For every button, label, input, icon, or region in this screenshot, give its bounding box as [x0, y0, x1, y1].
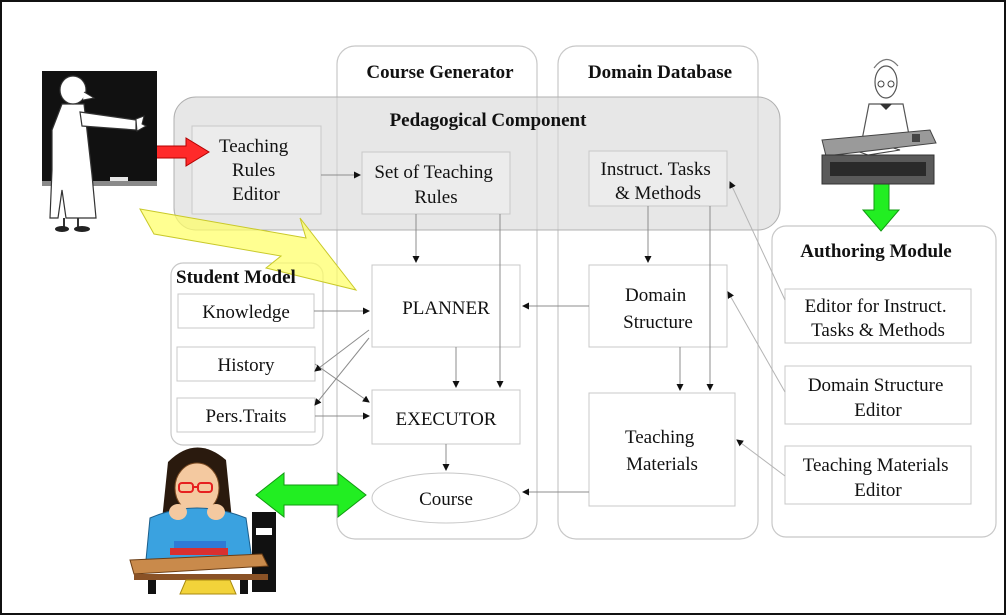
knowledge-label: Knowledge — [202, 302, 290, 323]
teacher-at-blackboard-icon — [42, 71, 157, 232]
yellow-arrow-icon — [139, 208, 358, 291]
green-down-arrow-icon — [861, 183, 901, 232]
executor-node: EXECUTOR — [371, 389, 521, 445]
editor-instruct-tasks-node: Editor for Instruct. Tasks & Methods — [784, 288, 972, 344]
domain-structure-node: Domain Structure — [588, 264, 728, 348]
edge-planner-to-traits — [314, 337, 370, 406]
course-generator-title: Course Generator — [366, 62, 514, 83]
edge-author-to-tasks — [729, 181, 786, 301]
edge-author-to-domain — [727, 291, 786, 393]
authoring-module-title: Authoring Module — [800, 241, 952, 262]
edge-planner-to-history — [314, 329, 370, 372]
domain-structure-editor-node: Domain Structure Editor — [784, 365, 972, 425]
author-at-desk-icon — [821, 58, 937, 185]
pedagogical-component-title: Pedagogical Component — [390, 110, 588, 131]
editor-instruct-tasks-label: Editor for Instruct. Tasks & Methods — [805, 296, 952, 341]
course-label: Course — [419, 489, 473, 510]
executor-label: EXECUTOR — [396, 409, 497, 430]
student-model-title: Student Model — [176, 267, 296, 288]
edge-author-to-materials — [736, 439, 786, 477]
instruct-tasks-methods-node: Instruct. Tasks & Methods — [588, 150, 728, 207]
set-of-teaching-rules-node: Set of Teaching Rules — [361, 151, 511, 215]
pers-traits-node: Pers.Traits — [176, 397, 316, 433]
course-node: Course — [371, 472, 521, 524]
history-label: History — [218, 355, 276, 376]
set-of-teaching-rules-label: Set of Teaching Rules — [374, 162, 497, 208]
student-at-desk-icon — [129, 447, 276, 595]
edge-history-to-executor — [314, 363, 370, 403]
domain-database-title: Domain Database — [588, 62, 732, 83]
pers-traits-label: Pers.Traits — [205, 406, 286, 427]
instruct-tasks-methods-label: Instruct. Tasks & Methods — [601, 159, 716, 204]
connectors — [314, 171, 786, 496]
history-node: History — [176, 346, 316, 382]
teaching-materials-label: Teaching Materials — [625, 427, 699, 475]
domain-structure-label: Domain Structure — [623, 285, 693, 333]
domain-structure-editor-label: Domain Structure Editor — [808, 375, 948, 421]
teaching-materials-editor-node: Teaching Materials Editor — [784, 445, 972, 505]
green-double-arrow-icon — [255, 471, 367, 519]
planner-label: PLANNER — [402, 298, 490, 319]
knowledge-node: Knowledge — [177, 293, 315, 329]
planner-node: PLANNER — [371, 264, 521, 348]
teaching-materials-node: Teaching Materials — [588, 392, 736, 507]
teaching-rules-editor-node: Teaching Rules Editor — [191, 125, 322, 215]
teaching-rules-editor-label: Teaching Rules Editor — [219, 136, 293, 205]
teaching-materials-editor-label: Teaching Materials Editor — [803, 455, 954, 501]
